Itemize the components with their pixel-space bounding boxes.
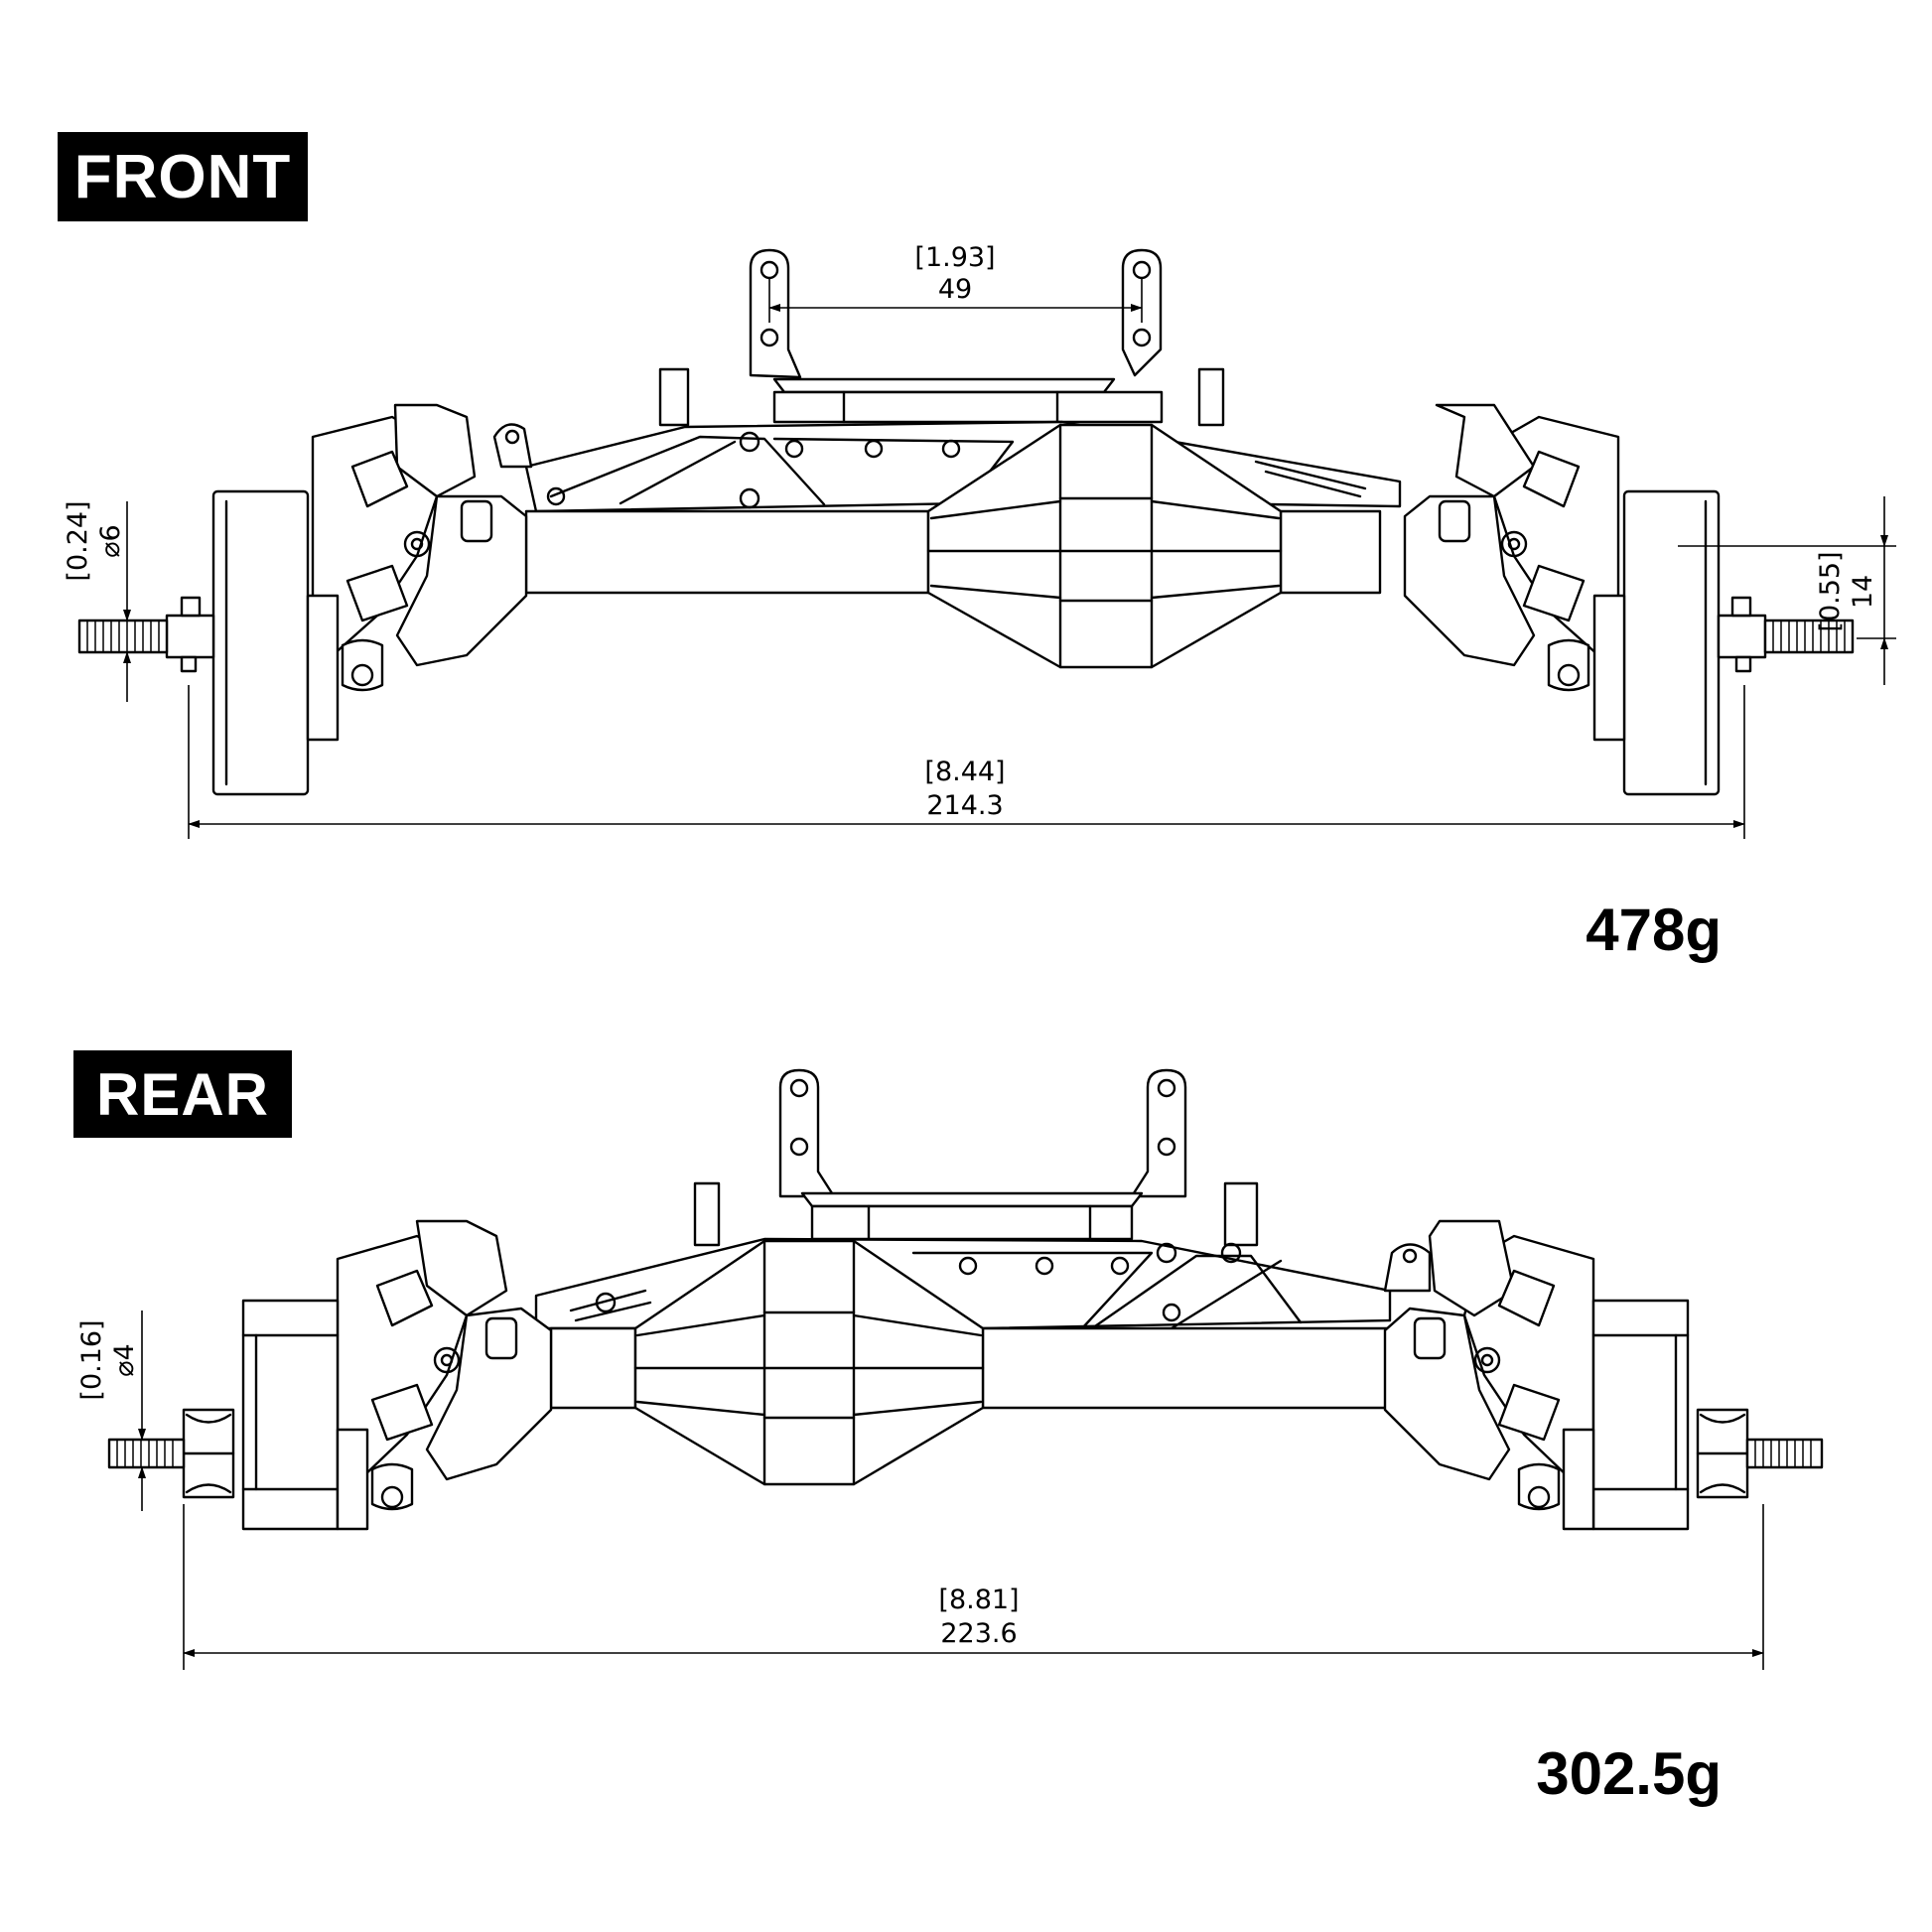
rear-dimensions: [0.16] ⌀4 [8.81] 223.6: [76, 1311, 1764, 1670]
rear-weight: 302.5g: [1536, 1740, 1722, 1807]
front-axle-drawing: [77, 248, 1855, 796]
front-hub-offset-mm: 14: [1848, 575, 1878, 609]
front-stub-dia-mm: ⌀6: [95, 524, 126, 557]
rear-stub-dia-mm: ⌀4: [109, 1343, 140, 1376]
rear-label: REAR: [73, 1050, 292, 1138]
rear-width-mm: 223.6: [940, 1618, 1017, 1649]
front-mount-spacing-in: [1.93]: [914, 242, 995, 273]
front-mount-spacing-mm: 49: [938, 274, 972, 305]
front-weight: 478g: [1586, 897, 1722, 963]
front-label: FRONT: [58, 132, 308, 221]
front-width-in: [8.44]: [924, 757, 1005, 787]
front-hub-offset-in: [0.55]: [1815, 551, 1846, 631]
rear-stub-dia-in: [0.16]: [76, 1319, 107, 1400]
front-width-mm: 214.3: [926, 790, 1003, 821]
front-stub-dia-in: [0.24]: [63, 500, 93, 581]
rear-axle-drawing: [107, 1068, 1824, 1531]
front-dimensions: [1.93] 49 [0.24] ⌀6 [0.55] 14 [8.44] 214…: [63, 242, 1896, 839]
rear-width-in: [8.81]: [938, 1585, 1019, 1615]
